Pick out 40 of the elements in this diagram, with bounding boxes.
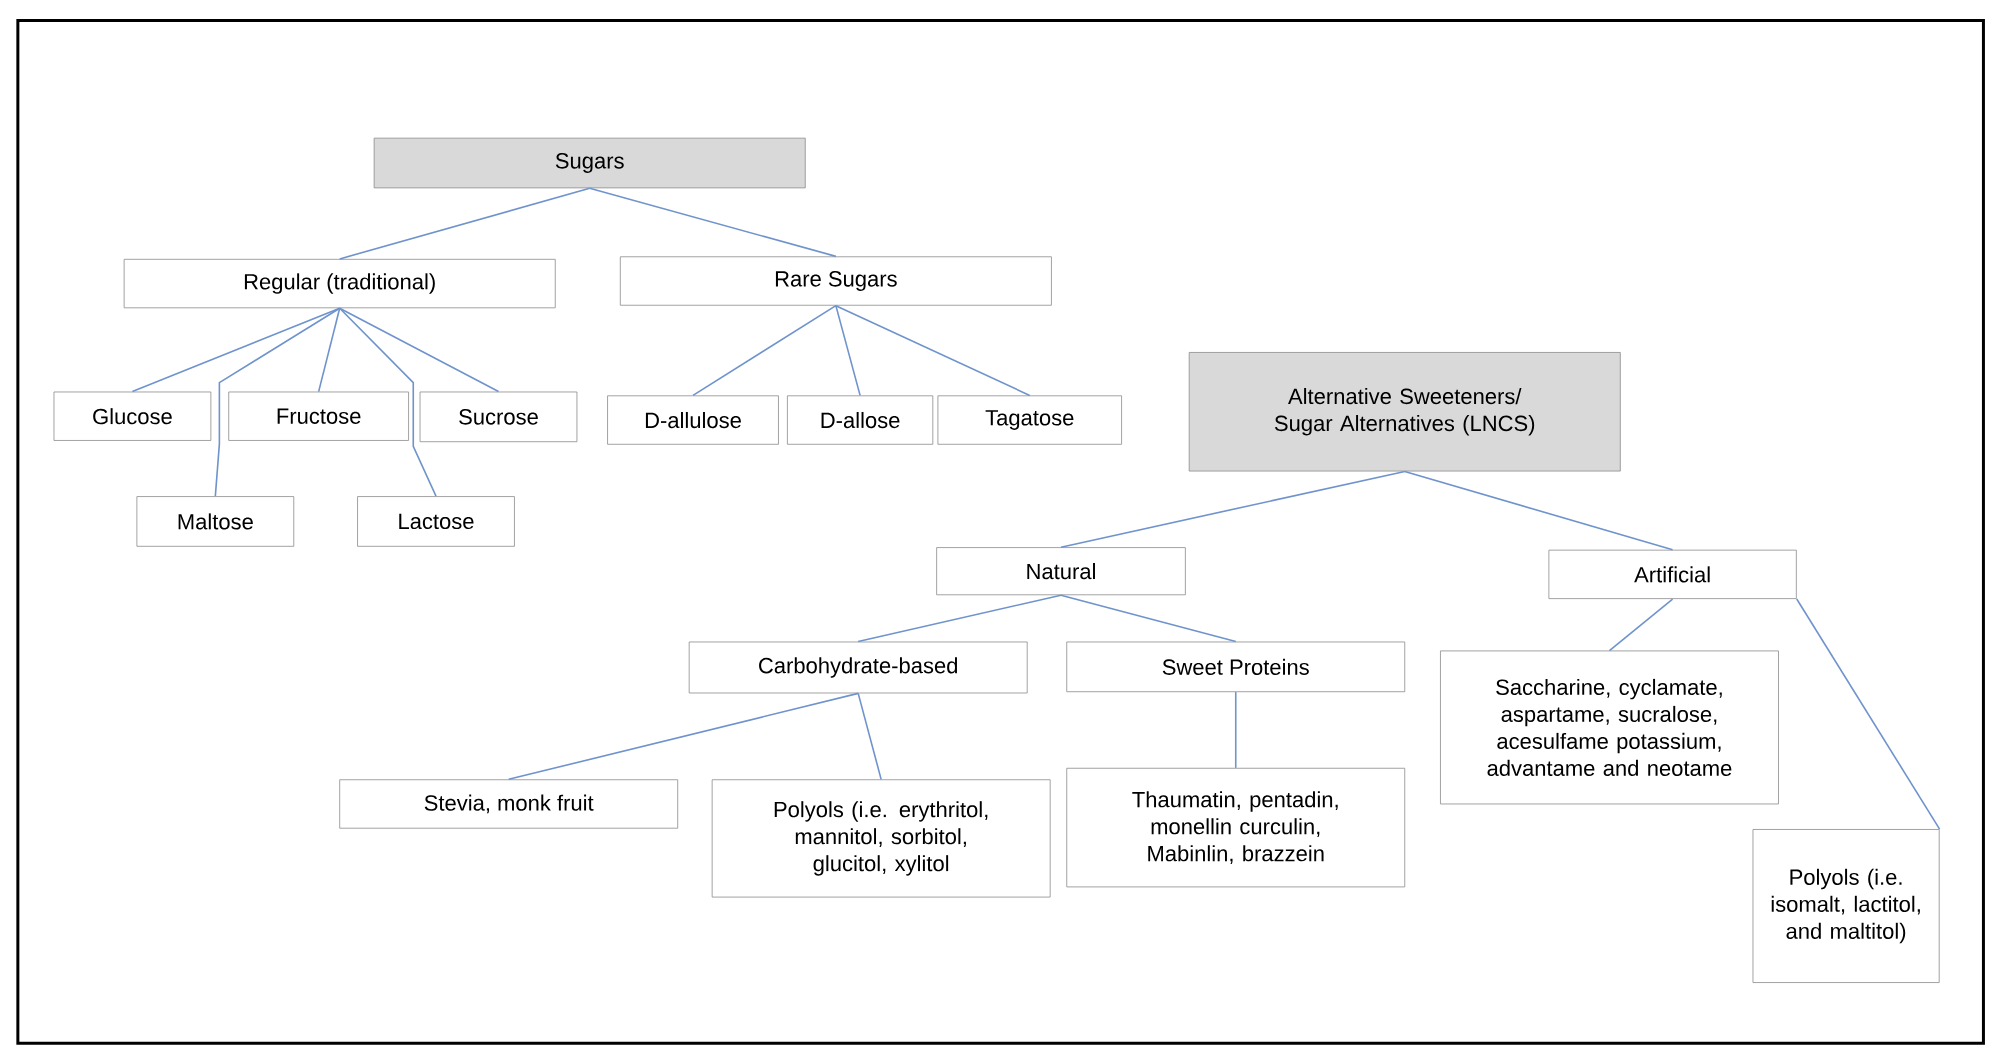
connector-line	[1060, 470, 1406, 548]
category-box: Rare Sugars	[619, 256, 1052, 306]
category-box: Sweet Proteins	[1066, 641, 1406, 693]
category-box: Saccharine, cyclamate, aspartame, sucralose, acesulfame potassium, advantame and neotame	[1440, 650, 1779, 805]
category-box: Stevia, monk fruit	[339, 779, 679, 829]
category-box: Maltose	[136, 496, 295, 547]
connector-line	[338, 187, 591, 260]
connector-line	[835, 304, 861, 397]
heading-box: Sugars	[373, 137, 806, 189]
connector-line	[131, 307, 341, 393]
category-box: Regular (traditional)	[123, 258, 556, 309]
category-box: Artificial	[1548, 549, 1797, 600]
connector-line	[1060, 594, 1237, 643]
connector-line	[857, 692, 882, 781]
connector-line	[835, 304, 1031, 397]
category-box: Polyols (i.e. erythritol, mannitol, sorbitol, glucitol, xylitol	[711, 779, 1051, 898]
category-box: Carbohydrate-based	[688, 641, 1028, 694]
connector-line	[1234, 691, 1237, 769]
connector-line	[1403, 470, 1674, 551]
connector-line	[214, 307, 341, 497]
connector-line	[857, 594, 1062, 643]
connector-line	[692, 304, 837, 397]
category-box: Polyols (i.e. isomalt, lactitol, and maltitol)	[1752, 829, 1940, 983]
category-box: Lactose	[357, 496, 515, 547]
category-box: D-allose	[787, 395, 934, 445]
connector-line	[507, 692, 859, 781]
heading-box: Alternative Sweeteners/ Sugar Alternatives (LNCS)	[1188, 352, 1621, 472]
category-box: Sucrose	[419, 391, 578, 443]
connector-line	[338, 307, 500, 393]
connector-line	[338, 307, 437, 497]
category-box: Natural	[936, 547, 1186, 596]
category-box: D-allulose	[607, 395, 779, 445]
category-box: Thaumatin, pentadin, monellin curculin, Mabinlin, brazzein	[1066, 767, 1406, 888]
connector-line	[317, 307, 341, 393]
category-box: Fructose	[228, 391, 409, 441]
connector-line	[1608, 598, 1674, 652]
connector-line	[1795, 598, 1941, 830]
category-box: Glucose	[53, 391, 212, 441]
category-box: Tagatose	[937, 395, 1122, 445]
connector-line	[588, 187, 837, 258]
